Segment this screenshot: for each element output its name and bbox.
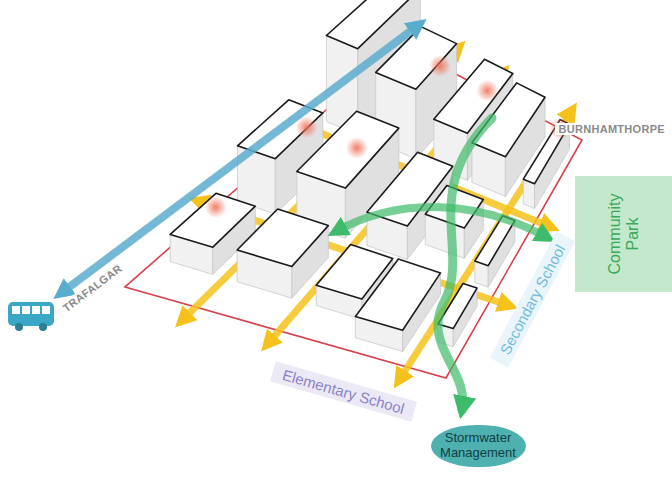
node-label: Community Park [605, 184, 642, 284]
intersection-glow [476, 80, 498, 102]
intersection-glow [296, 116, 318, 138]
street [398, 110, 572, 382]
school-band: Elementary School [270, 362, 417, 423]
building-roof [376, 27, 457, 90]
green-link [335, 207, 548, 238]
park-area: Community Park [575, 176, 672, 292]
node-label: Elementary School [280, 366, 407, 418]
intersection-glows [205, 55, 571, 218]
bus-icon [8, 302, 54, 331]
intersection-glow [205, 196, 227, 218]
building-roof [355, 259, 440, 330]
intersection-glow [346, 137, 368, 159]
stormwater-pond: Stormwater Management [431, 425, 526, 467]
green-flows [60, 24, 548, 410]
street-name: BURNHAMTHORPE [555, 123, 668, 135]
building-massing [170, 0, 569, 351]
building-roof [237, 209, 328, 266]
intersection-glow [429, 55, 451, 77]
transit-arrow [60, 24, 420, 294]
stormwater-flow [438, 118, 492, 410]
node-label: Stormwater Management [439, 431, 517, 461]
